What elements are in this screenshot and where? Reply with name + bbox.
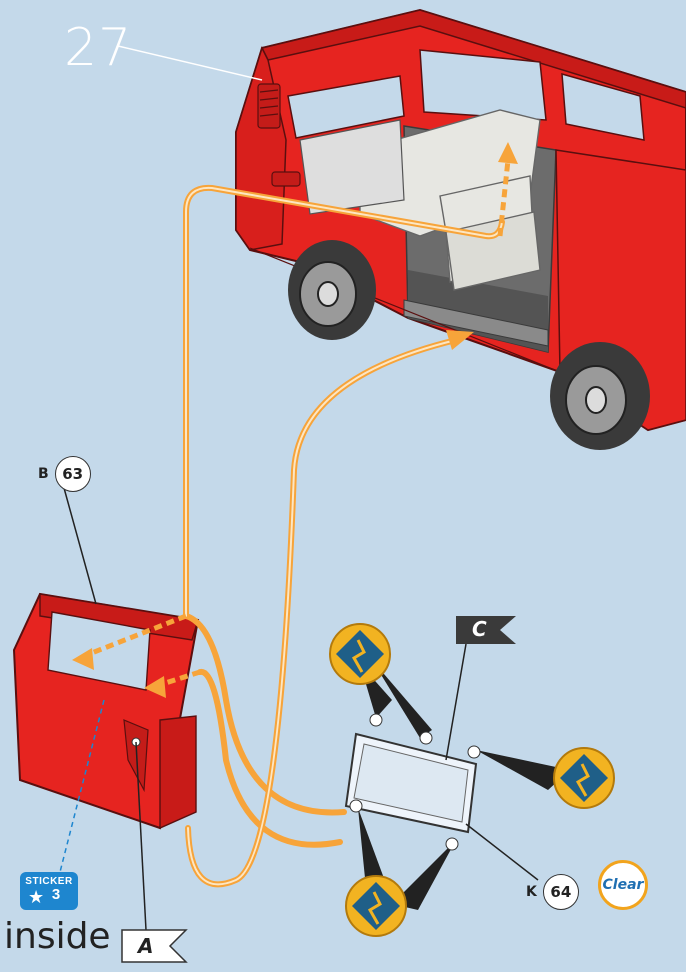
flag-c-label: C <box>472 617 487 641</box>
flag-a-shape <box>122 930 186 962</box>
flag-c-leader-line <box>446 644 466 760</box>
clear-part-icon: Clear <box>598 860 648 910</box>
window-part-number: 64 <box>543 874 579 910</box>
rear-wheel <box>550 342 650 450</box>
step-number: 27 <box>64 18 132 78</box>
sliding-door-part <box>14 594 198 828</box>
step-leader-line <box>118 46 262 80</box>
glue-point-icon <box>346 876 406 936</box>
door-part-number: 63 <box>55 456 91 492</box>
window-part-callout: K 64 <box>526 874 579 910</box>
front-wheel <box>288 240 376 340</box>
door-callout-line <box>64 488 96 604</box>
clear-window-part <box>346 734 476 832</box>
vent-grille <box>258 84 280 128</box>
flag-a-label: A <box>138 934 153 958</box>
inside-note: inside <box>4 916 111 957</box>
sticker-star-icon: ★ <box>28 888 44 906</box>
glue-point-icon <box>330 624 390 684</box>
window-callout-line <box>466 824 538 880</box>
sticker-label: STICKER <box>20 876 78 887</box>
clear-label: Clear <box>603 877 644 893</box>
door-part-letter: B <box>38 466 49 482</box>
glue-point-icon <box>554 748 614 808</box>
sticker-badge: STICKER 3 ★ <box>20 872 78 910</box>
window-part-letter: K <box>526 884 537 900</box>
door-part-callout: B 63 <box>38 456 91 492</box>
